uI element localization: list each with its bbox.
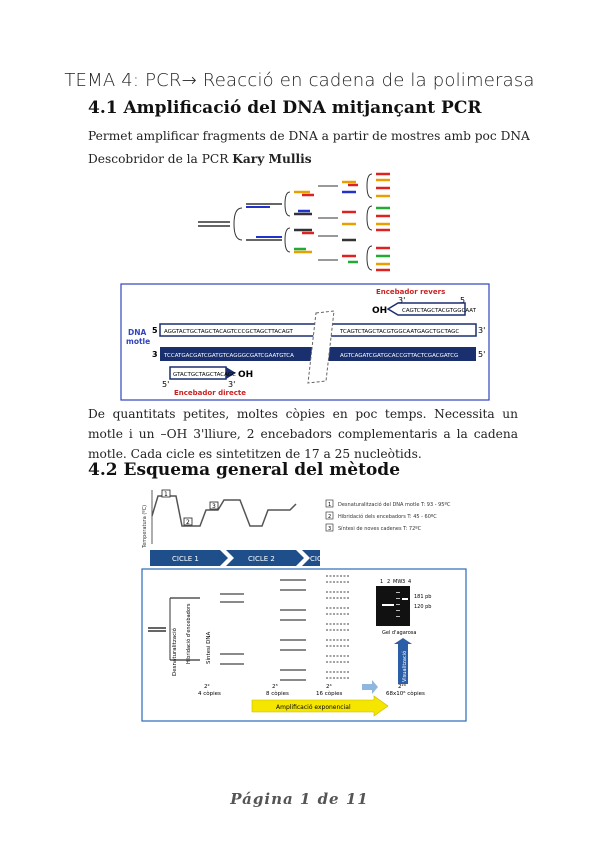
end-label: 5' xyxy=(478,350,485,359)
phase-label: Desnaturalització xyxy=(171,627,178,676)
pcr-branching-diagram xyxy=(198,172,390,272)
step-description: Hibridació dels encebadors T: 45 - 60ºC xyxy=(338,513,437,520)
step-number: 1 xyxy=(164,491,168,498)
phase-label: Síntesi DNA xyxy=(205,631,212,664)
end-label: 3 xyxy=(152,350,158,359)
gel-caption: Gel d'agarosa xyxy=(382,630,416,636)
cycle-label: CIC xyxy=(310,555,322,563)
section-heading-scheme: 4.2 Esquema general del mètode xyxy=(88,460,401,480)
step-number: 1 xyxy=(328,502,331,508)
discoverer-name: Kary Mullis xyxy=(232,152,312,166)
discoverer-prefix: Descobridor de la PCR xyxy=(88,152,233,166)
template-sequence: AGTCAGATCGATGCACCGTTACTCGACGATCG xyxy=(340,353,458,359)
gel-lane: 1 xyxy=(380,579,383,585)
copies-exponent: 2² xyxy=(204,683,210,690)
pcr-description-paragraph: De quantitats petites, moltes còpies en … xyxy=(88,407,518,461)
label-motle: motle xyxy=(126,337,150,346)
section-heading-amplification: 4.1 Amplificació del DNA mitjançant PCR xyxy=(88,98,482,118)
amplification-label: Amplificació exponencial xyxy=(276,704,351,711)
label-direct-primer: Encebador directe xyxy=(174,389,246,397)
step-description: Desnaturalització del DNA motle T: 93 - … xyxy=(338,501,451,508)
phase-label: Hibridació d'encebadors xyxy=(185,603,192,664)
visualization-label: Visualització xyxy=(401,651,408,682)
step-number: 2 xyxy=(328,514,331,520)
label-dna: DNA xyxy=(128,328,147,337)
step-description: Síntesi de noves cadenes T: 72ºC xyxy=(338,525,422,532)
end-label: 5' xyxy=(162,380,169,389)
step-number: 3 xyxy=(212,503,216,510)
copies-exponent: 2⁴ xyxy=(326,683,332,690)
page-title: TEMA 4: PCR→ Reacció en cadena de la pol… xyxy=(64,70,535,91)
primer-sequence: GTACTGCTAGCTACAGC xyxy=(173,372,236,378)
copies-label: 68x10⁶ còpies xyxy=(386,690,425,697)
end-label: 5 xyxy=(152,326,158,335)
gel-lane: MW xyxy=(393,579,402,585)
gel-lane: 4 xyxy=(408,579,411,585)
copies-label: 16 còpies xyxy=(316,690,343,697)
intro-line: Permet amplificar fragments de DNA a par… xyxy=(88,129,530,143)
label-reverse-primer: Encebador revers xyxy=(376,288,445,296)
oh-label: OH xyxy=(238,370,253,380)
template-sequence: TCAGTCTAGCTACGTGGCAATGAGCTGCTAGC xyxy=(339,329,459,335)
copies-exponent: 2²⁰ xyxy=(398,683,407,690)
temperature-profile: Temperatura (ºC) 1 2 3 1 Desnaturalitzac… xyxy=(142,489,451,566)
gel-band-label: 181 pb xyxy=(414,594,431,600)
end-label: 3' xyxy=(228,380,235,389)
temperature-axis-label: Temperatura (ºC) xyxy=(142,505,148,549)
page-footer: Página 1 de 11 xyxy=(230,790,369,808)
cycle-label: CICLE 1 xyxy=(172,555,199,563)
step-number: 3 xyxy=(328,526,331,532)
oh-label: OH xyxy=(372,306,387,316)
copies-label: 8 còpies xyxy=(266,690,289,697)
end-label: 3' xyxy=(478,326,485,335)
step-number: 2 xyxy=(186,519,190,526)
cycle-label: CICLE 2 xyxy=(248,555,275,563)
template-primer-figure: Encebador revers 3' 5 OH CAGTCTAGCTACGTG… xyxy=(120,283,490,401)
gel-lane: 3 xyxy=(402,579,405,585)
discoverer-line: Descobridor de la PCR Kary Mullis xyxy=(88,149,312,169)
template-sequence: TCCATGACGATCGATGTCAGGGCGATCGAATGTCA xyxy=(163,353,294,359)
copies-exponent: 2³ xyxy=(272,683,278,690)
copies-label: 4 còpies xyxy=(198,690,221,697)
gel-lane: 2 xyxy=(387,579,390,585)
gel-band-label: 120 pb xyxy=(414,604,431,610)
end-label: 3' xyxy=(398,296,405,305)
template-sequence: AGGTACTGCTAGCTACAGTCCCGCTAGCTTACAGT xyxy=(164,329,294,335)
amplification-scheme: Desnaturalització Hibridació d'encebador… xyxy=(141,568,467,722)
end-label: 5 xyxy=(460,296,465,305)
primer-sequence: CAGTCTAGCTACGTGGCAAT xyxy=(402,308,477,314)
